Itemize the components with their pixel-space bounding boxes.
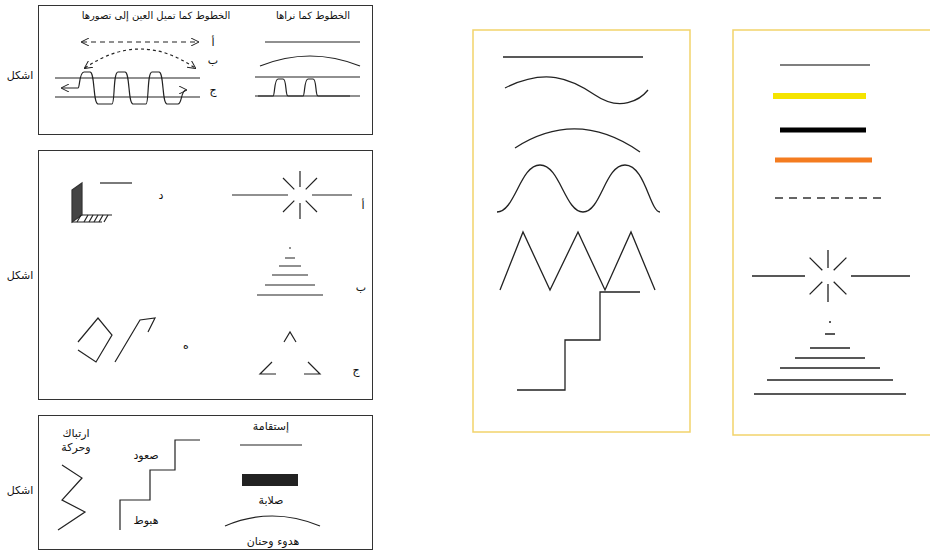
caption-label: الخطوط كما تميل العين إلى تصورها: [82, 10, 231, 23]
caption-label: هبوط: [134, 514, 159, 528]
side-label: اشكل: [7, 269, 34, 283]
caption-label: صعود: [133, 449, 158, 463]
caption-label: الخطوط كما نراها: [276, 10, 350, 23]
side-label: اشكل: [7, 69, 34, 83]
caption-label: صلابة: [259, 494, 284, 508]
figure-panel: اشكلأدبجه: [38, 150, 373, 400]
caption-label: هدوء وحنان: [247, 535, 299, 549]
letter-label: ه: [183, 339, 189, 353]
letter-label: ج: [352, 364, 359, 378]
caption-label: إستقامة: [253, 420, 289, 434]
side-label: اشكل: [7, 484, 34, 498]
letter-label: ب: [356, 281, 366, 295]
letter-label: د: [159, 189, 164, 203]
letter-label: أ: [361, 199, 364, 213]
figure-panel: اشكلإستقامةصعودارتباك وحركةصلابةهبوطهدوء…: [38, 415, 373, 550]
figure-panel: اشكلالخطوط كما نراهاالخطوط كما تميل العي…: [38, 5, 373, 135]
letter-label: ج: [209, 84, 216, 98]
caption-label: ارتباك وحركة: [52, 427, 100, 455]
letter-label: أ: [211, 36, 214, 50]
letter-label: ب: [208, 54, 218, 68]
